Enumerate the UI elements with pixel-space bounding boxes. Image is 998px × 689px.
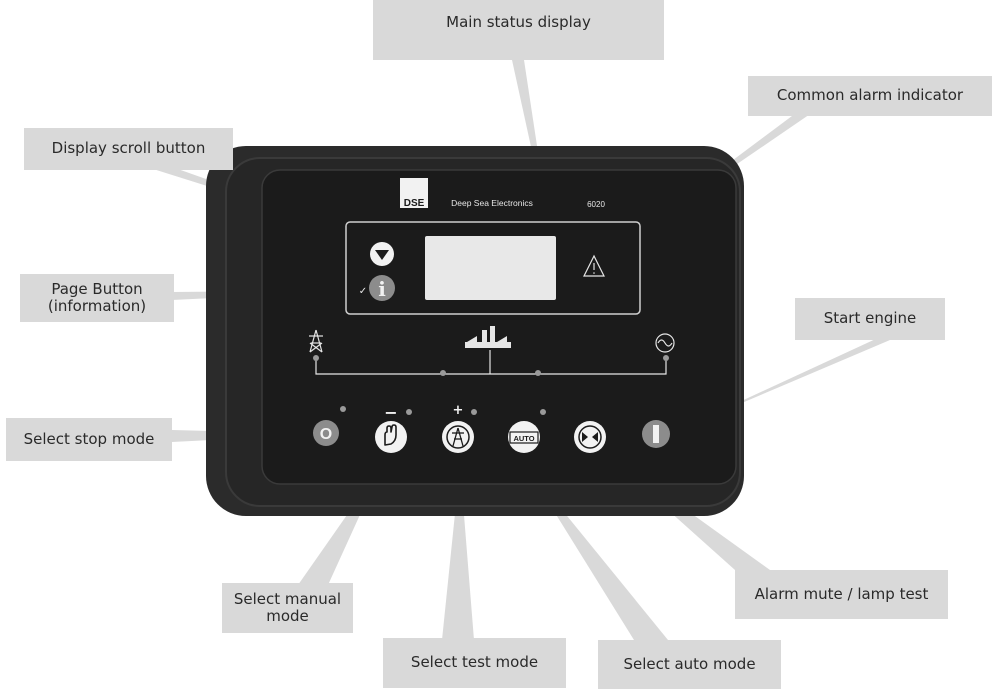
callout-main-status-display: Main status display xyxy=(373,0,664,60)
label-select-stop-mode: Select stop mode xyxy=(23,429,155,448)
common-alarm-indicator xyxy=(583,254,605,277)
generator-icon xyxy=(655,333,675,353)
stop-mode-led xyxy=(340,406,346,412)
callout-display-scroll-button: Display scroll button xyxy=(24,128,233,170)
select-manual-mode-button[interactable] xyxy=(375,421,407,453)
callout-common-alarm-indicator: Common alarm indicator xyxy=(748,76,992,116)
select-auto-mode-button[interactable]: AUTO xyxy=(508,421,540,453)
model-number: 6020 xyxy=(587,200,605,209)
main-status-display xyxy=(425,236,556,300)
warning-triangle-icon xyxy=(583,254,605,277)
mute-horn-icon xyxy=(582,432,588,442)
test-mode-led xyxy=(471,409,477,415)
label-main-status-display: Main status display xyxy=(446,13,591,31)
callout-page-button: Page Button (information) xyxy=(20,274,174,322)
manual-minus-label: − xyxy=(384,403,397,422)
callout-select-auto-mode: Select auto mode xyxy=(598,640,781,689)
callout-alarm-mute-lamp-test: Alarm mute / lamp test xyxy=(735,570,948,619)
chevron-down-icon xyxy=(375,250,389,260)
auto-label: AUTO xyxy=(513,434,534,443)
select-stop-mode-button[interactable]: O xyxy=(313,420,339,446)
callout-start-engine: Start engine xyxy=(795,298,945,340)
start-icon xyxy=(653,425,659,443)
label-select-manual-mode: Select manual mode xyxy=(233,589,342,625)
info-icon: i xyxy=(378,277,386,301)
dse-logo: DSE xyxy=(400,178,428,209)
callout-select-test-mode: Select test mode xyxy=(383,638,566,688)
page-button[interactable]: i xyxy=(369,275,395,301)
label-select-auto-mode: Select auto mode xyxy=(623,654,756,673)
leader-select-test-mode xyxy=(442,465,474,640)
label-select-test-mode: Select test mode xyxy=(410,653,539,672)
stop-icon: O xyxy=(320,426,332,443)
test-tower-icon xyxy=(452,427,464,447)
select-test-mode-button[interactable] xyxy=(442,421,474,453)
manual-mode-led xyxy=(406,409,412,415)
mains-available-led xyxy=(313,355,319,361)
start-engine-button[interactable] xyxy=(642,420,670,448)
mimic-diagram xyxy=(309,326,675,376)
alarm-mute-lamp-test-button[interactable] xyxy=(574,421,606,453)
mimic-bus-line xyxy=(315,358,667,375)
callout-select-stop-mode: Select stop mode xyxy=(6,418,172,461)
generator-available-led xyxy=(663,355,669,361)
brand-name: Deep Sea Electronics xyxy=(451,198,533,208)
page-check-icon: ✓ xyxy=(359,286,367,297)
label-display-scroll-button: Display scroll button xyxy=(51,139,206,158)
hand-icon xyxy=(384,424,397,446)
label-start-engine: Start engine xyxy=(823,309,917,328)
mains-breaker-led xyxy=(440,370,446,376)
auto-mode-led xyxy=(540,409,546,415)
label-alarm-mute-lamp-test: Alarm mute / lamp test xyxy=(754,584,929,603)
callout-select-manual-mode: Select manual mode xyxy=(222,583,353,633)
label-page-button: Page Button (information) xyxy=(47,279,147,315)
display-scroll-button[interactable] xyxy=(370,242,394,266)
label-common-alarm-indicator: Common alarm indicator xyxy=(776,86,964,105)
load-factory-icon xyxy=(465,326,511,348)
generator-breaker-led xyxy=(535,370,541,376)
test-plus-label: + xyxy=(453,403,464,418)
display-window xyxy=(345,221,641,315)
logo-text: DSE xyxy=(404,198,425,209)
mains-tower-icon xyxy=(309,329,323,353)
